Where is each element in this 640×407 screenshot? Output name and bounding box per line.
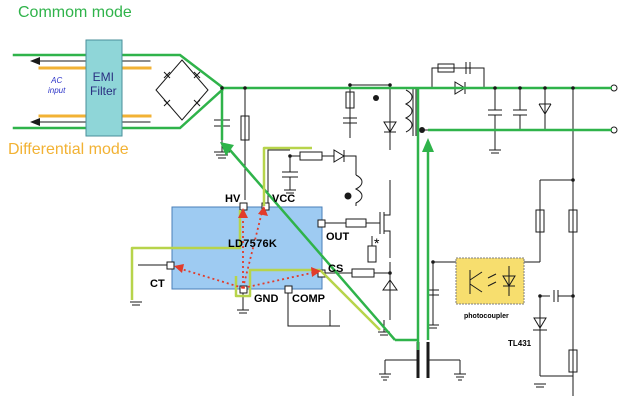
photocoupler-label: photocoupler <box>464 313 509 320</box>
current-sense-mark: * <box>374 235 380 251</box>
y-capacitor <box>416 342 430 378</box>
noise-coupling-paths <box>177 211 317 289</box>
legend-common-mode: Commom mode <box>18 4 132 21</box>
y-cap-wires <box>379 359 466 381</box>
pin-label-vcc: VCC <box>272 193 295 205</box>
emi-filter-label: EMI Filter <box>90 70 117 98</box>
output-terminals <box>610 84 618 134</box>
bulk-section <box>214 88 250 200</box>
primary-dot <box>373 95 379 101</box>
junction-dots <box>220 83 575 298</box>
common-mode-arrowheads <box>220 138 434 156</box>
chip-grounds <box>130 264 390 336</box>
feedback-network <box>427 179 578 388</box>
bridge-rectifier <box>155 59 209 121</box>
pin-label-comp: COMP <box>292 293 325 305</box>
gate-drive <box>325 180 398 320</box>
common-mode-light-paths <box>130 146 381 331</box>
input-arrows <box>30 57 40 126</box>
photocoupler-box <box>455 257 525 305</box>
primary-snubber <box>343 84 417 150</box>
pin-label-gnd: GND <box>254 293 279 305</box>
vcc-aux <box>267 149 363 206</box>
pin-label-hv: HV <box>225 193 241 205</box>
ac-input-label: AC input <box>48 76 65 96</box>
noise-coupling-arrowheads <box>174 206 321 277</box>
aux-dot <box>344 192 352 200</box>
controller-name: LD7576K <box>228 238 277 250</box>
ac-input-line1: AC <box>51 76 63 85</box>
pin-label-out: OUT <box>326 231 350 243</box>
pin-label-ct: CT <box>150 278 165 290</box>
photocoupler-symbols <box>469 266 516 296</box>
emi-filter-line2: Filter <box>90 84 117 98</box>
emi-filter-box <box>85 39 123 137</box>
ac-input-line2: input <box>48 86 66 95</box>
common-mode-paths <box>220 86 612 350</box>
tl431-label: TL431 <box>508 339 532 348</box>
emi-filter-line1: EMI <box>92 70 114 84</box>
pin-label-cs: CS <box>328 263 343 275</box>
chip-pins <box>166 202 326 294</box>
legend-differential-mode: Differential mode <box>8 141 129 158</box>
